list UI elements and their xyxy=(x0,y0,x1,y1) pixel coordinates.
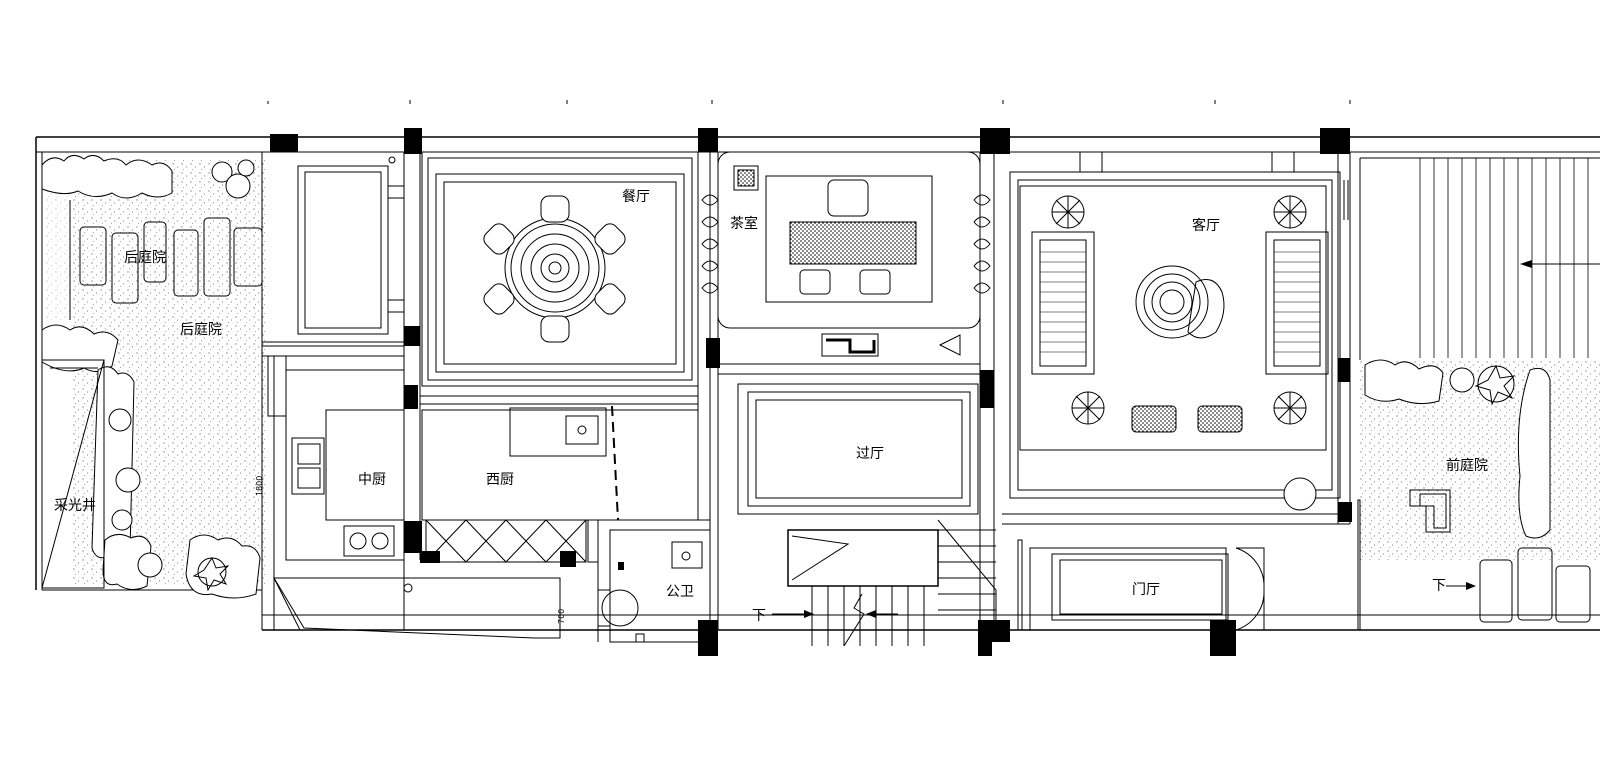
tea-room-label: 茶室 xyxy=(730,215,758,232)
interior-walls xyxy=(261,152,1351,642)
foyer-label: 门厅 xyxy=(1132,582,1160,598)
stair: 下 xyxy=(752,519,997,647)
front-yard-label: 前庭院 xyxy=(1446,457,1488,474)
dining-room: 餐厅 xyxy=(421,151,699,387)
back-yard xyxy=(41,155,265,599)
front-down-label: 下 xyxy=(1432,578,1446,594)
hall: 过厅 xyxy=(737,383,979,515)
passage: 700 xyxy=(273,577,566,639)
living-room: 客厅 xyxy=(1009,151,1349,499)
tea-room: 茶室 xyxy=(701,151,991,357)
hall-label: 过厅 xyxy=(856,446,884,462)
public-toilet: 公卫 xyxy=(597,529,711,643)
back-yard-upper-label: 后庭院 xyxy=(124,249,166,266)
structural-columns xyxy=(270,128,1352,656)
axis-ticks xyxy=(267,100,1351,104)
lamp-icon xyxy=(1051,195,1307,425)
foyer: 门厅 xyxy=(1017,539,1265,631)
round-table-icon xyxy=(483,195,626,343)
shrubs-icon xyxy=(41,155,261,599)
sofa-icon xyxy=(1031,231,1329,375)
dining-label: 餐厅 xyxy=(622,189,650,205)
toilet-dim: 700 xyxy=(557,609,566,624)
stair-down-left: 下 xyxy=(752,608,766,624)
living-label: 客厅 xyxy=(1192,217,1220,234)
toilet-label: 公卫 xyxy=(666,584,694,600)
coffee-table-icon xyxy=(1135,265,1225,339)
service-room xyxy=(261,151,405,343)
kitchen: 1800 中厨 西厨 xyxy=(255,355,699,563)
western-kitchen-label: 西厨 xyxy=(486,472,514,488)
chinese-kitchen-label: 中厨 xyxy=(358,472,386,488)
front-yard: 前庭院 下 xyxy=(1283,157,1600,631)
light-well-label: 采光井 xyxy=(54,498,96,514)
back-yard-label: 后庭院 xyxy=(180,321,222,338)
kitchen-dim: 1800 xyxy=(255,476,264,496)
